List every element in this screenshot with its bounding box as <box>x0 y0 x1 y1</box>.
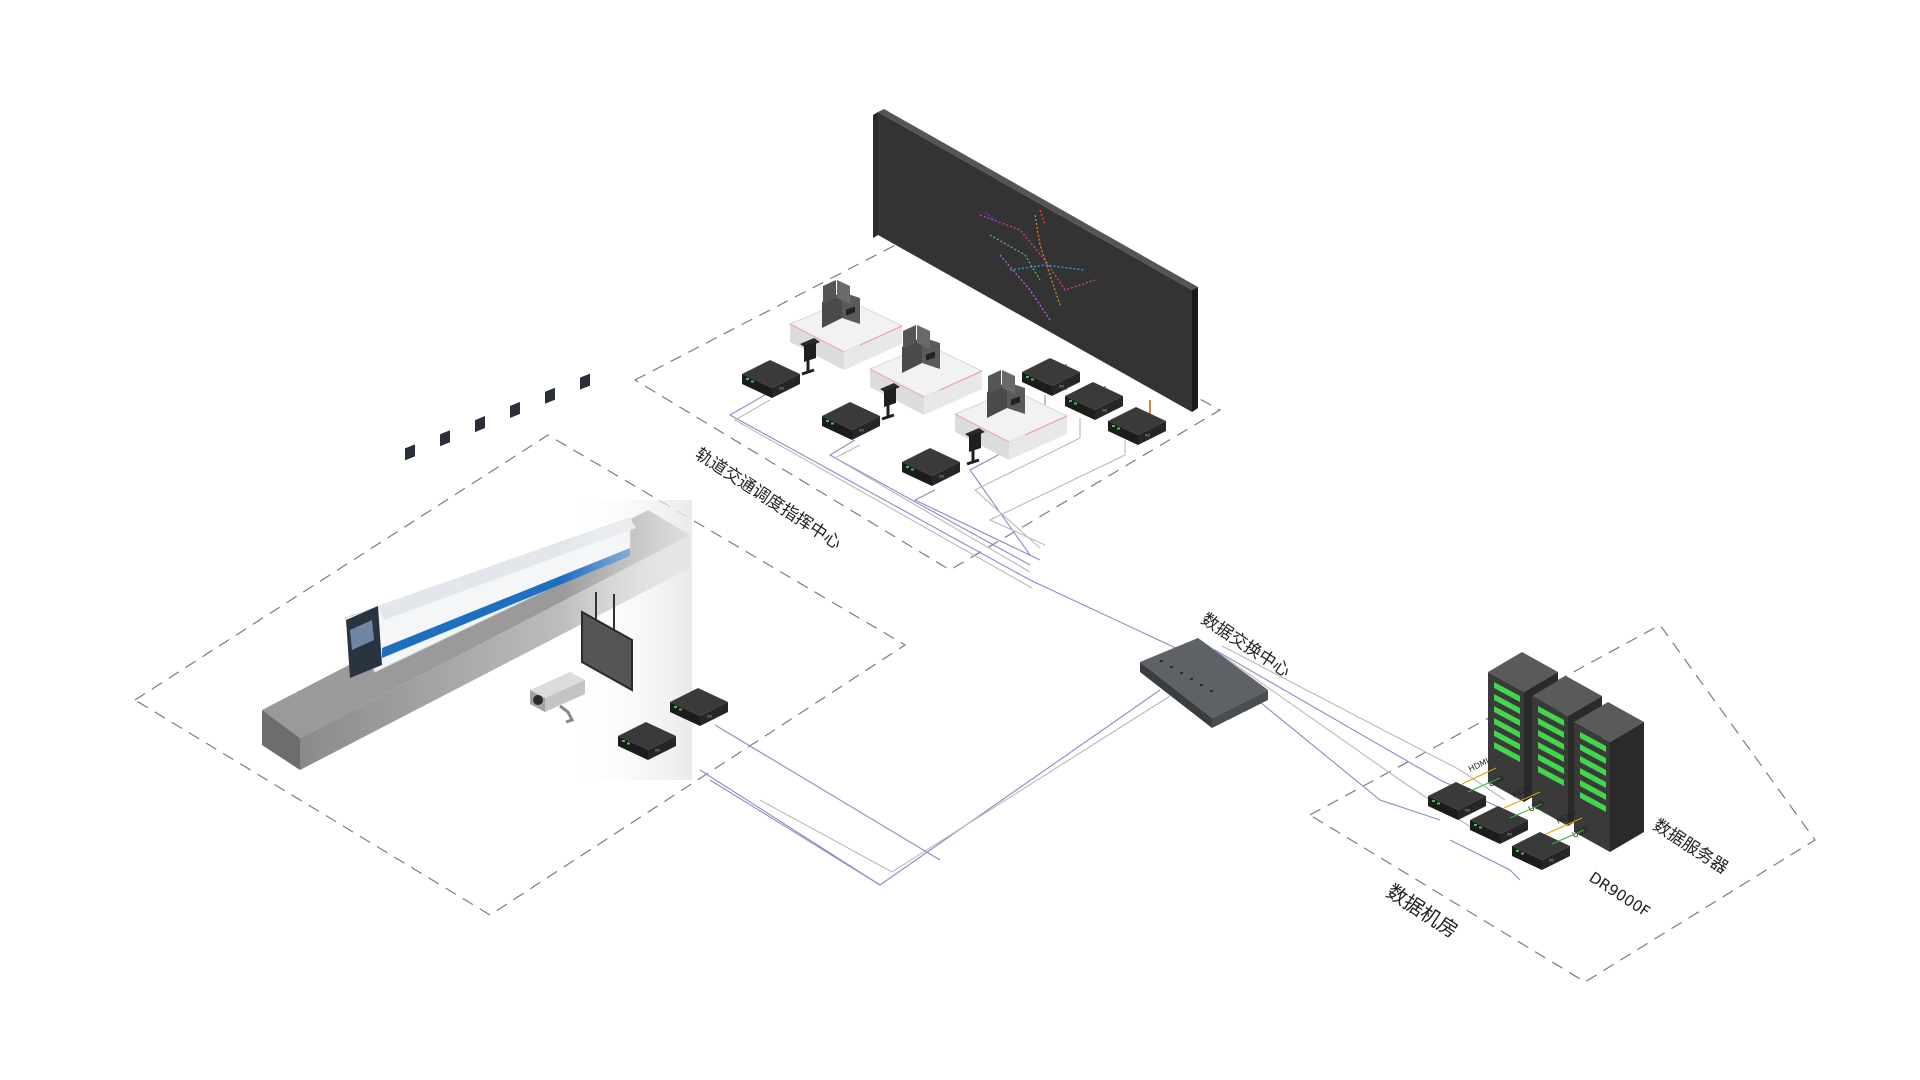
metro-map-graphic <box>979 209 1096 321</box>
kvm-extender-icon <box>742 360 800 398</box>
tag-hdmi: HDMI <box>1467 757 1490 774</box>
kvm-extender-icon <box>1512 832 1570 870</box>
server-rack-icon <box>1532 676 1602 826</box>
label-device-model: DR9000F <box>1586 868 1653 921</box>
server-rack-icon <box>1488 652 1558 802</box>
server-rack-icon <box>1574 702 1644 852</box>
kvm-extender-icon <box>1470 806 1528 844</box>
label-data-room: 数据机房 <box>1382 879 1462 943</box>
label-data-servers: 数据服务器 <box>1649 815 1731 878</box>
info-display-icon <box>581 592 633 692</box>
kvm-extender-icon <box>902 448 960 486</box>
kvm-extender-icon <box>822 402 880 440</box>
dispatcher-workstation-1 <box>788 278 904 376</box>
metro-train-icon <box>262 373 692 780</box>
cable-bundle <box>699 394 1521 886</box>
kvm-extender-icon <box>1108 407 1166 445</box>
kvm-extender-icon <box>1065 382 1123 420</box>
kvm-extender-icon <box>1022 358 1080 396</box>
network-switch-icon <box>1140 638 1268 728</box>
zone-dispatch-center <box>633 239 1222 571</box>
cctv-camera-icon <box>530 672 585 724</box>
